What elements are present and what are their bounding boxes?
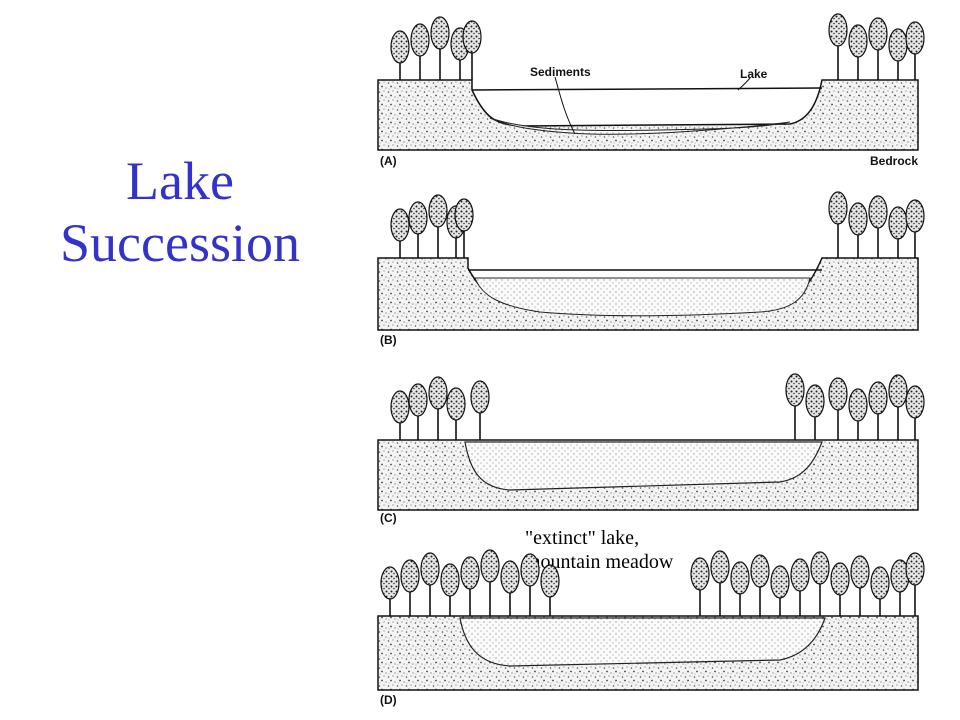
tree-icon xyxy=(470,380,490,440)
tree-icon xyxy=(868,381,888,440)
tree-icon xyxy=(446,387,466,440)
annotation-line-1: "extinct" lake, xyxy=(525,527,639,549)
sediments-leader-line xyxy=(554,76,576,135)
tree-icon xyxy=(850,555,870,616)
tree-icon xyxy=(870,566,890,616)
panel-a-sediment-layer xyxy=(489,117,791,135)
title-line-1: Lake xyxy=(126,151,234,211)
tree-icon xyxy=(805,384,825,440)
tree-icon xyxy=(868,195,888,258)
tree-icon xyxy=(830,562,850,616)
tree-icon xyxy=(520,553,540,616)
tree-icon xyxy=(888,28,908,80)
tree-icon xyxy=(905,199,925,258)
tree-icon xyxy=(500,560,520,616)
tree-icon xyxy=(848,202,868,258)
tree-icon xyxy=(730,561,750,616)
tree-icon xyxy=(460,556,480,616)
tree-icon xyxy=(828,377,848,440)
sediments-label: Sediments xyxy=(530,65,591,79)
tree-icon xyxy=(380,566,400,616)
tree-icon xyxy=(540,564,560,616)
tree-icon xyxy=(810,551,830,616)
tree-icon xyxy=(428,194,448,258)
panel-b-sediment-layer xyxy=(474,277,811,317)
tree-icon xyxy=(410,23,430,80)
title-line-2: Succession xyxy=(60,213,300,273)
panel-a-lake-surface xyxy=(471,87,823,91)
panel-c-label: (C) xyxy=(380,511,397,525)
lake-label: Lake xyxy=(740,67,768,81)
panel-b-label: (B) xyxy=(380,333,397,347)
tree-icon xyxy=(440,563,460,616)
tree-icon xyxy=(390,390,410,440)
panel-d-basin-fill xyxy=(459,617,826,667)
tree-icon xyxy=(890,559,910,616)
tree-icon xyxy=(888,206,908,258)
tree-icon xyxy=(428,376,448,440)
bedrock-label: Bedrock xyxy=(870,154,918,168)
panel-b: (B) xyxy=(377,191,925,347)
tree-icon xyxy=(770,565,790,616)
tree-icon xyxy=(905,385,925,440)
tree-icon xyxy=(430,16,450,80)
tree-icon xyxy=(905,21,925,80)
tree-icon xyxy=(905,552,925,616)
tree-icon xyxy=(400,559,420,616)
panel-a-label: (A) xyxy=(380,154,397,168)
panel-c: (C) xyxy=(377,373,925,525)
tree-icon xyxy=(750,554,770,616)
tree-icon xyxy=(888,374,908,440)
tree-icon xyxy=(420,552,440,616)
slide-title: Lake Succession xyxy=(0,150,360,274)
panel-a-ground xyxy=(377,79,919,151)
panel-a: Sediments Lake Bedrock (A) xyxy=(377,13,925,168)
annotation-line-2: mountain meadow xyxy=(525,551,674,573)
tree-icon xyxy=(390,30,410,80)
tree-icon xyxy=(828,13,848,80)
tree-icon xyxy=(454,198,474,258)
panel-d-label: (D) xyxy=(380,693,397,707)
tree-icon xyxy=(480,549,500,616)
tree-icon xyxy=(462,20,482,80)
tree-icon xyxy=(710,550,730,616)
tree-icon xyxy=(690,557,710,616)
panel-a-trees xyxy=(390,13,925,80)
tree-icon xyxy=(408,383,428,440)
tree-icon xyxy=(848,388,868,440)
panel-b-trees xyxy=(390,191,925,258)
tree-icon xyxy=(828,191,848,258)
tree-icon xyxy=(868,17,888,80)
panel-d-trees xyxy=(380,549,925,616)
tree-icon xyxy=(848,24,868,80)
panel-c-basin-fill xyxy=(464,441,823,491)
tree-icon xyxy=(390,208,410,258)
lake-leader-line xyxy=(737,77,751,91)
tree-icon xyxy=(785,373,805,440)
tree-icon xyxy=(790,558,810,616)
panel-c-trees xyxy=(390,373,925,440)
panel-d: (D) xyxy=(377,549,925,707)
tree-icon xyxy=(408,201,428,258)
lake-succession-diagram: Sediments Lake Bedrock (A) (B) (C) "exti… xyxy=(377,13,925,707)
